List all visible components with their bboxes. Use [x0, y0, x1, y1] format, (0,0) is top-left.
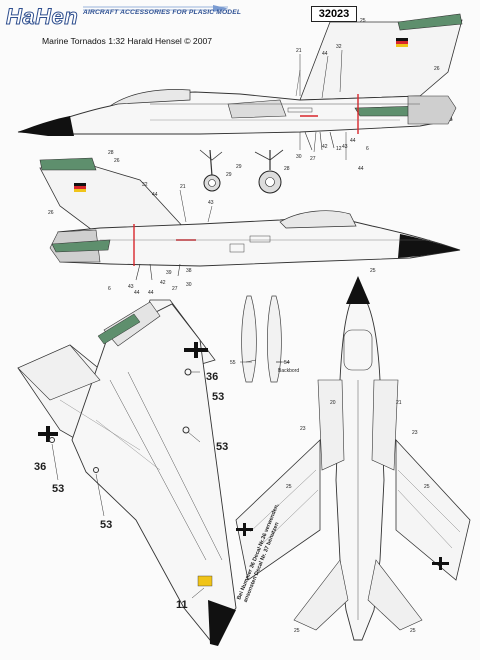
landing-gear-detail: [199, 149, 284, 194]
header: HaHen AIRCRAFT ACCESSORIES FOR PLASIC MO…: [0, 0, 480, 46]
callout-44-e: 44: [134, 290, 140, 296]
callout-32-a: 32: [336, 44, 342, 50]
brand-logo: HaHen: [5, 4, 79, 30]
iron-cross-icon: [184, 342, 208, 358]
plan-view-underside: [235, 276, 471, 641]
callout-23-b: 23: [412, 430, 418, 436]
callout-53-a: 53: [212, 391, 224, 403]
brand-tagline: AIRCRAFT ACCESSORIES FOR PLASIC MODEL: [83, 9, 242, 16]
callout-44-a: 44: [322, 51, 328, 57]
callout-29-b: 29: [236, 164, 242, 170]
callout-12: 12: [336, 146, 342, 152]
callout-11: 11: [176, 599, 188, 611]
callout-25-b: 25: [370, 268, 376, 274]
callout-28-b: 28: [284, 166, 290, 172]
callout-large: 36 53 53 36 53 53 11: [34, 371, 228, 611]
leader-lines: [51, 49, 347, 599]
sheet-title: Marine Tornados 1:32 Harald Hensel © 200…: [42, 36, 213, 46]
callout-20: 20: [330, 400, 336, 406]
callout-numbers: 25 26 21 32 44 30 27 42 12 43 44 44 6 26…: [48, 18, 440, 634]
callout-53-c: 53: [52, 483, 64, 495]
callout-44-f: 44: [148, 290, 154, 296]
callout-44-b: 44: [350, 138, 356, 144]
callout-26-c: 26: [48, 210, 54, 216]
callout-25-e: 25: [294, 628, 300, 634]
callout-39: 39: [166, 270, 172, 276]
callout-44-d: 44: [152, 192, 158, 198]
callout-43-b: 43: [208, 200, 214, 206]
callout-42-b: 42: [160, 280, 166, 286]
fin-flag-left-icon: [74, 183, 86, 192]
callout-6-a: 6: [366, 146, 369, 152]
callout-21-b: 21: [180, 184, 186, 190]
callout-25-d: 25: [286, 484, 292, 490]
callout-38: 38: [186, 268, 192, 274]
callout-25-f: 25: [410, 628, 416, 634]
iron-cross-underside-icon: [236, 523, 253, 536]
iron-cross-icon-2: [38, 426, 58, 442]
backbord-label: Backbord: [278, 368, 299, 374]
callout-6-b: 6: [108, 286, 111, 292]
kit-number: 32023: [311, 6, 357, 22]
callout-30-b: 30: [186, 282, 192, 288]
fin-flag-icon: [396, 38, 408, 47]
callout-23: 23: [300, 426, 306, 432]
callout-27-a: 27: [310, 156, 316, 162]
callout-53-d: 53: [100, 519, 112, 531]
callout-30: 30: [296, 154, 302, 160]
callout-54: 54: [284, 360, 290, 366]
callout-53-b: 53: [216, 441, 228, 453]
callout-29-a: 29: [226, 172, 232, 178]
callout-55: 55: [230, 360, 236, 366]
callout-32-b: 32: [142, 182, 148, 188]
side-view-bottom: [39, 157, 461, 281]
plan-view-top: [17, 299, 237, 646]
callout-42: 42: [322, 144, 328, 150]
callout-36-a: 36: [206, 371, 218, 383]
callout-26-b: 26: [114, 158, 120, 164]
callout-21-c: 21: [396, 400, 402, 406]
callout-25-a: 25: [360, 18, 366, 24]
callout-28-a: 28: [108, 150, 114, 156]
callout-43-c: 43: [128, 284, 134, 290]
callout-25-c: 25: [424, 484, 430, 490]
callout-44-c: 44: [358, 166, 364, 172]
callout-43-a: 43: [342, 144, 348, 150]
callout-26-a: 26: [434, 66, 440, 72]
iron-cross-underside-icon-2: [432, 557, 449, 570]
callout-21-a: 21: [296, 48, 302, 54]
brand-swoosh-icon: [83, 5, 228, 12]
callout-27-b: 27: [172, 286, 178, 292]
callout-36-b: 36: [34, 461, 46, 473]
